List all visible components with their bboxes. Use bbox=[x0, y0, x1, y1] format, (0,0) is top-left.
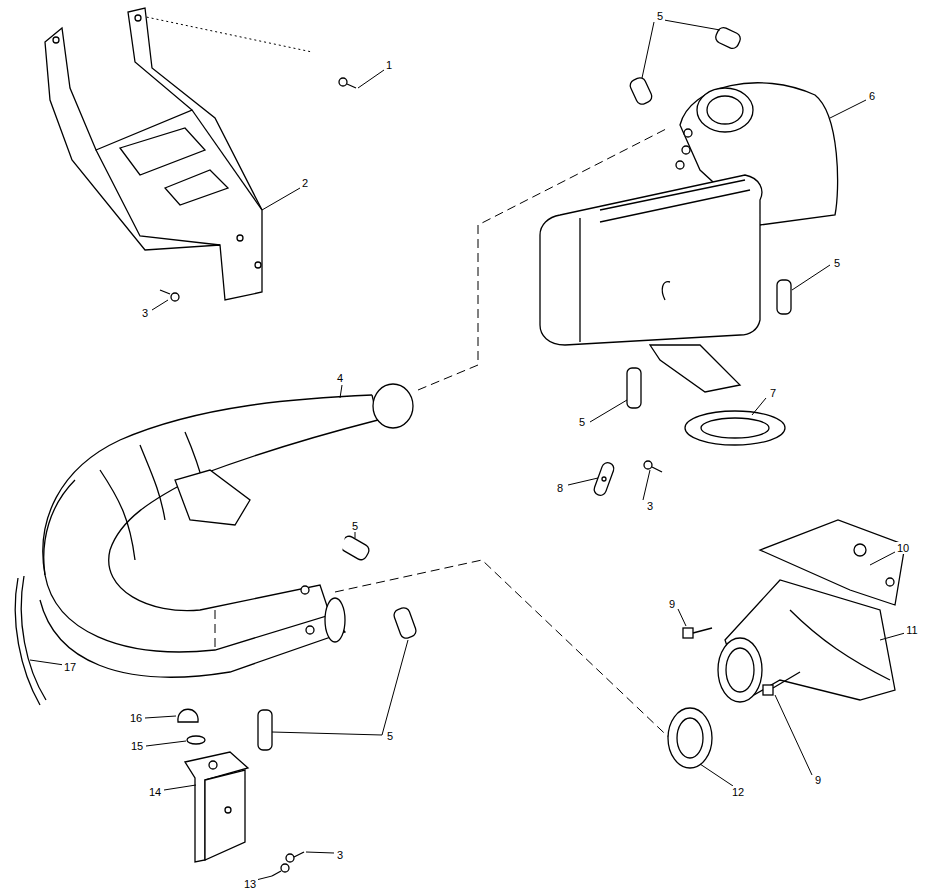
bolt bbox=[272, 852, 304, 876]
strap bbox=[21, 576, 46, 700]
callout-number: 7 bbox=[768, 387, 778, 399]
callout-number: 11 bbox=[904, 624, 919, 636]
washer bbox=[187, 736, 205, 744]
callout-number: 5 bbox=[655, 10, 665, 22]
callout-number: 13 bbox=[242, 878, 258, 890]
gasket bbox=[668, 708, 712, 768]
callout-number: 6 bbox=[867, 90, 877, 102]
bolt bbox=[683, 628, 800, 695]
callout-number: 12 bbox=[730, 786, 746, 798]
callout-number: 5 bbox=[832, 257, 842, 269]
callout-number: 16 bbox=[128, 712, 144, 724]
callout-number: 9 bbox=[667, 598, 677, 610]
assembly-line bbox=[335, 560, 680, 748]
bolt bbox=[339, 78, 356, 88]
gasket bbox=[685, 411, 785, 445]
strap bbox=[593, 461, 662, 497]
callout-number: 3 bbox=[335, 849, 345, 861]
callout-number: 10 bbox=[895, 542, 911, 554]
exhaust-manifold bbox=[718, 520, 905, 702]
callout-number: 17 bbox=[62, 661, 78, 673]
grommet bbox=[178, 709, 198, 722]
assembly-line bbox=[132, 14, 312, 52]
callout-number: 3 bbox=[140, 307, 150, 319]
callout-number: 9 bbox=[813, 774, 823, 786]
callout-number: 5 bbox=[350, 520, 360, 532]
callout-number: 14 bbox=[147, 786, 163, 798]
callout-number: 5 bbox=[577, 416, 587, 428]
callout-number: 15 bbox=[129, 740, 145, 752]
spring bbox=[258, 26, 791, 750]
bolt bbox=[160, 290, 179, 301]
leader-line bbox=[30, 20, 905, 880]
strap bbox=[15, 578, 40, 705]
expansion-chamber bbox=[40, 384, 413, 677]
callout-number: 5 bbox=[385, 730, 395, 742]
callout-number: 1 bbox=[384, 59, 394, 71]
callout-number: 4 bbox=[335, 372, 345, 384]
chamber-bracket bbox=[185, 752, 248, 862]
muffler-bracket bbox=[45, 8, 262, 300]
callout-number: 3 bbox=[645, 500, 655, 512]
muffler bbox=[540, 83, 838, 392]
callout-number: 8 bbox=[555, 482, 565, 494]
callout-number: 2 bbox=[300, 177, 310, 189]
